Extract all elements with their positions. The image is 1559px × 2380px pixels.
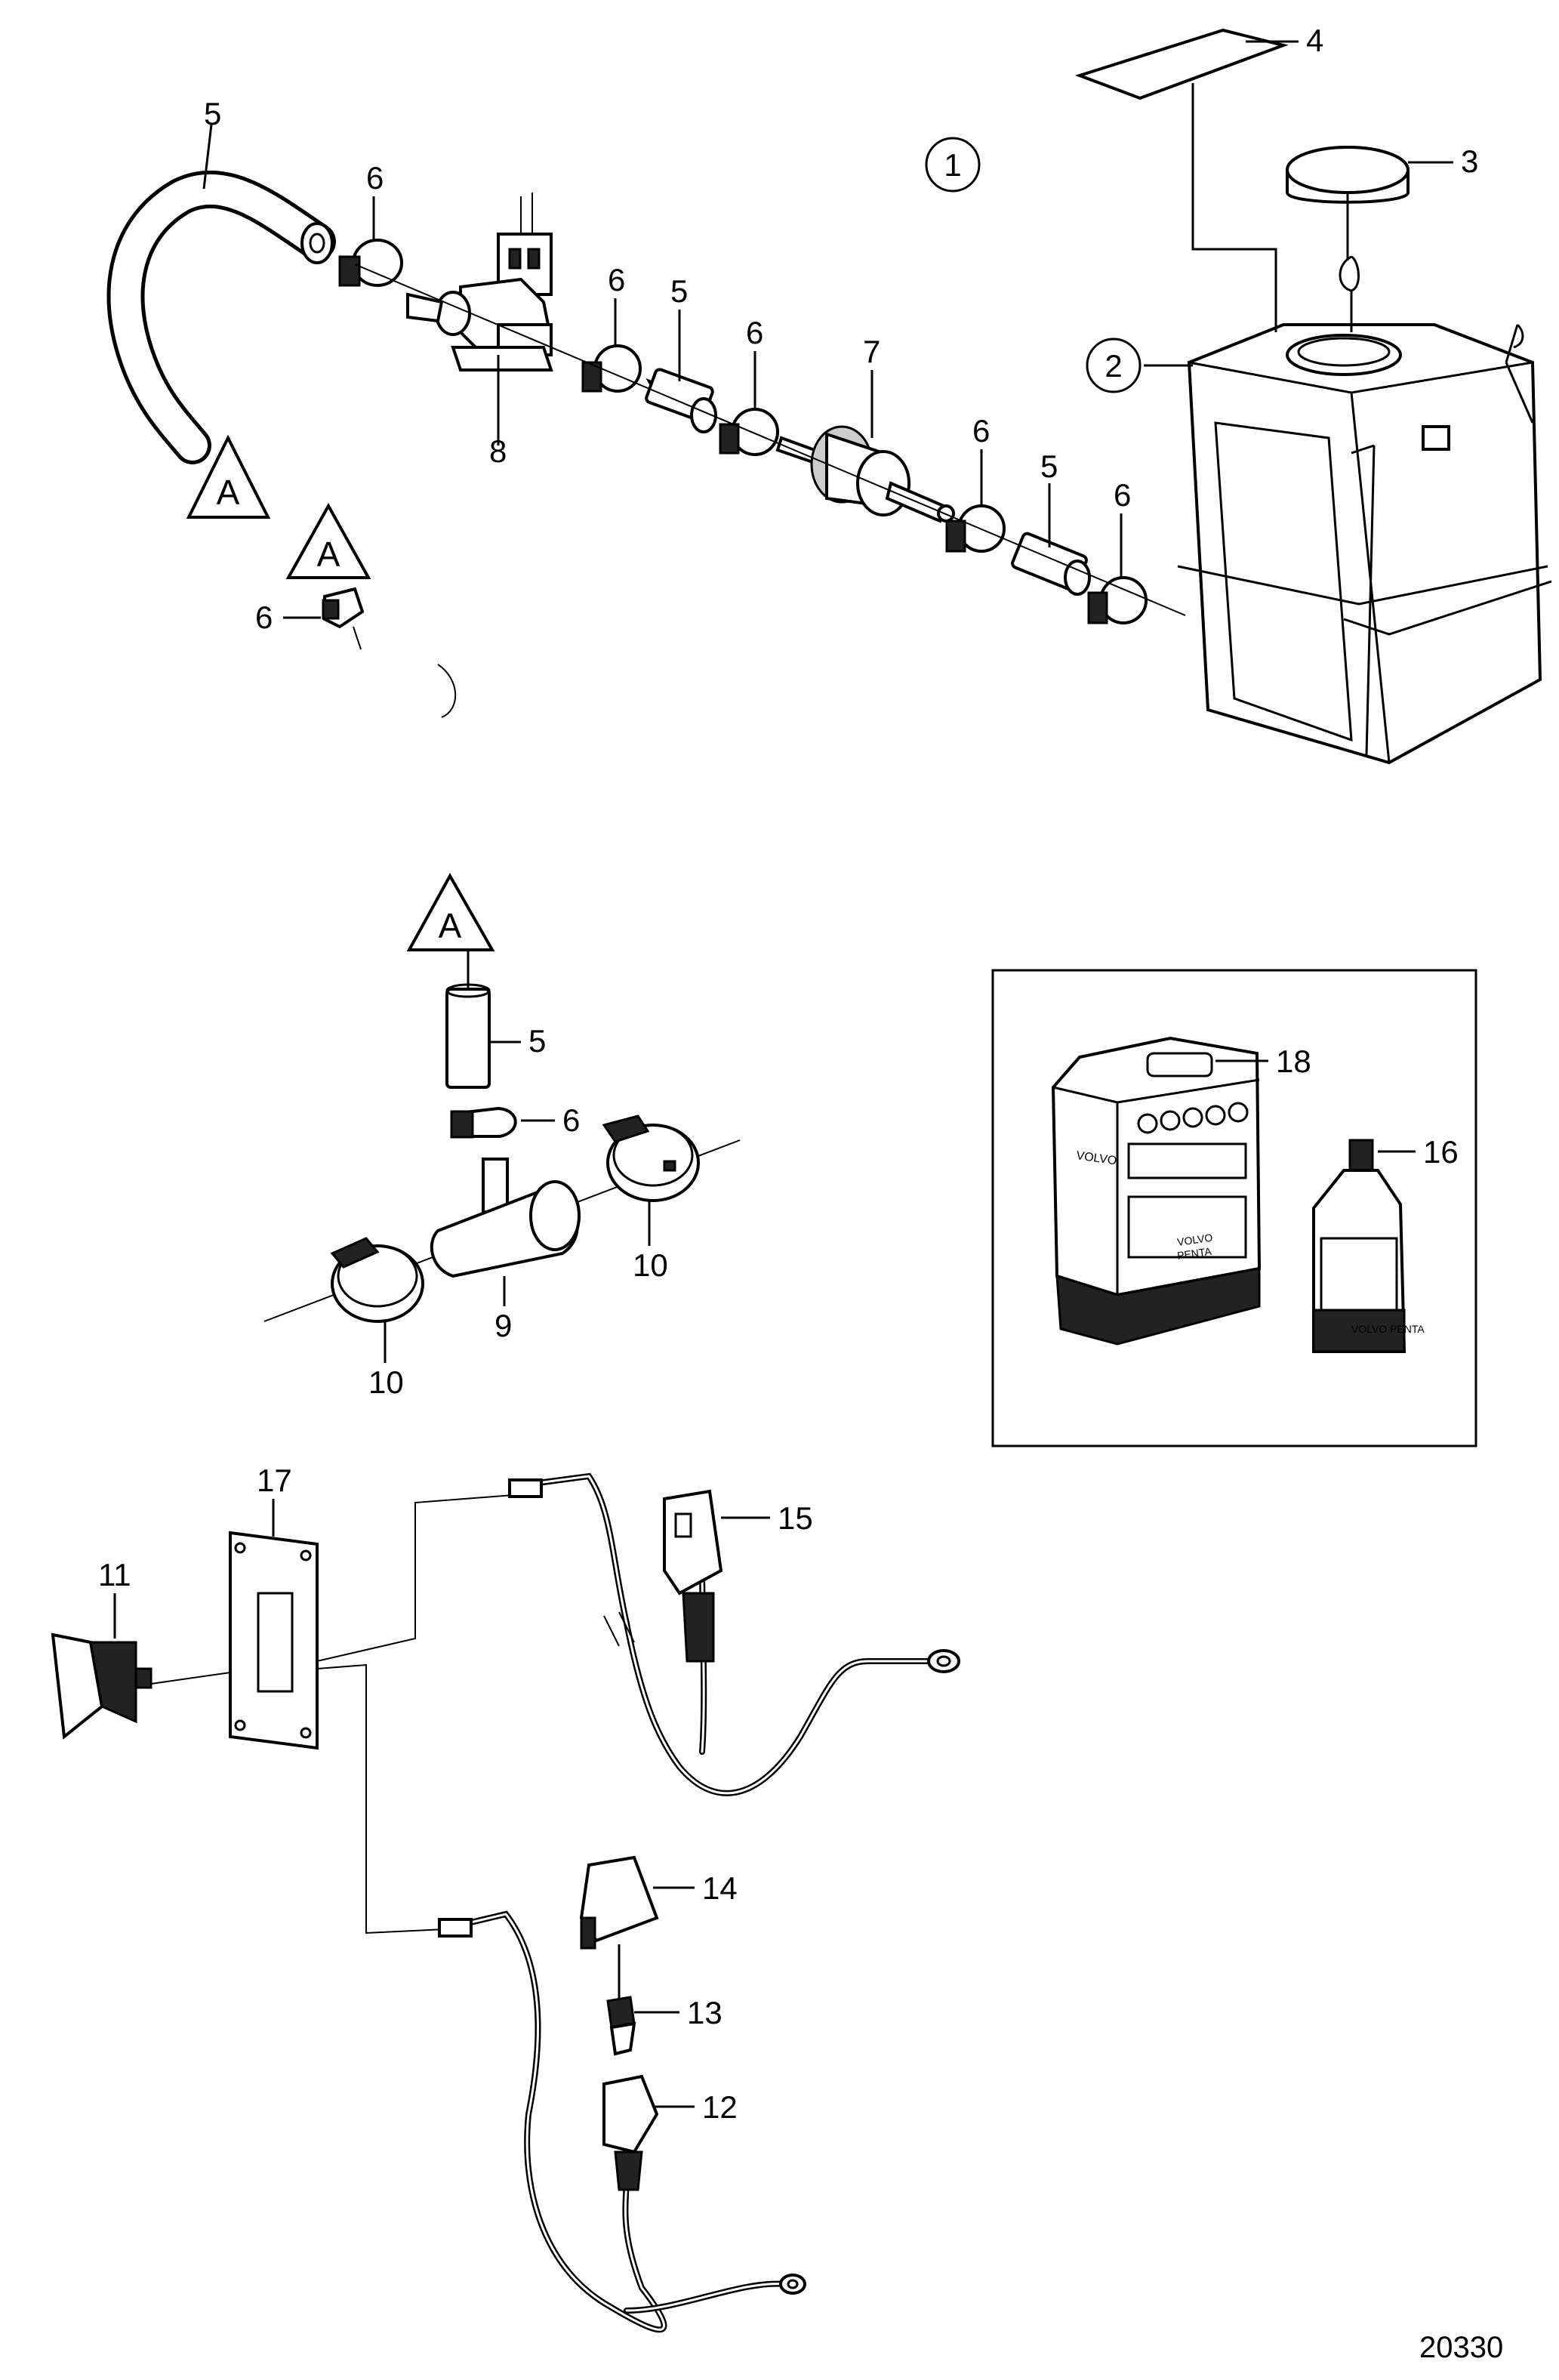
label-5-lower: 5 bbox=[528, 1023, 546, 1059]
oil-bottle-16: VOLVO PENTA bbox=[1312, 1139, 1425, 1353]
washer-pump-8 bbox=[406, 193, 553, 371]
fuse-13 bbox=[606, 1996, 636, 2056]
hose-clamp-10-right bbox=[602, 1114, 700, 1202]
hose-clamp-6d bbox=[945, 504, 1006, 553]
marker-a-tee: A bbox=[406, 872, 495, 951]
label-5-hose: 5 bbox=[204, 96, 221, 131]
label-6a: 6 bbox=[366, 160, 384, 196]
label-3: 3 bbox=[1461, 143, 1478, 179]
label-4: 4 bbox=[1306, 23, 1323, 58]
wiring-harness bbox=[150, 1472, 939, 2333]
leader-5-hose bbox=[202, 124, 213, 190]
decal-4 bbox=[1074, 28, 1289, 332]
inline-connector-bottom bbox=[438, 1918, 473, 1938]
nozzle-6 bbox=[322, 587, 457, 718]
tank-cap-3 bbox=[1286, 146, 1410, 332]
drawing-number: 20330 bbox=[1419, 2331, 1503, 2364]
label-6c: 6 bbox=[746, 315, 763, 350]
svg-text:1: 1 bbox=[944, 147, 961, 183]
fuse-holder-12 bbox=[602, 2074, 659, 2191]
hose-clamp-6c bbox=[719, 408, 779, 456]
label-15: 15 bbox=[778, 1500, 813, 1536]
label-6-lower: 6 bbox=[562, 1102, 580, 1138]
label-6b: 6 bbox=[608, 262, 625, 298]
rocker-switch-11 bbox=[51, 1632, 153, 1740]
label-18: 18 bbox=[1276, 1044, 1311, 1079]
marker-a-hose-end: A bbox=[186, 434, 271, 519]
hose-clamp-10-left bbox=[330, 1237, 424, 1323]
hose-clamp-6e bbox=[1087, 576, 1148, 624]
ring-terminal-bottom bbox=[779, 2274, 806, 2295]
switch-panel-17 bbox=[229, 1531, 319, 1750]
label-17: 17 bbox=[257, 1463, 292, 1498]
svg-text:2: 2 bbox=[1105, 348, 1122, 384]
label-6d: 6 bbox=[972, 413, 990, 449]
label-12: 12 bbox=[702, 2089, 738, 2125]
label-14: 14 bbox=[702, 1870, 738, 1906]
fluid-can-18: VOLVO VOLVO PENTA bbox=[1051, 1036, 1262, 1346]
label-5-right: 5 bbox=[1040, 449, 1058, 484]
washer-tank-2 bbox=[1177, 323, 1552, 765]
label-9: 9 bbox=[495, 1308, 512, 1343]
inset-box-fluids bbox=[991, 969, 1477, 1447]
circle-callout-1: 1 bbox=[925, 137, 981, 193]
label-11: 11 bbox=[98, 1557, 131, 1592]
label-8: 8 bbox=[489, 433, 507, 469]
marker-a-nozzle: A bbox=[285, 502, 371, 579]
label-6e: 6 bbox=[1114, 477, 1131, 513]
label-16: 16 bbox=[1423, 1134, 1459, 1170]
fuse-cover-14 bbox=[579, 1855, 659, 2009]
filter-7 bbox=[775, 425, 955, 523]
label-10-right: 10 bbox=[633, 1247, 668, 1283]
svg-text:VOLVO: VOLVO bbox=[1176, 1232, 1213, 1248]
svg-text:VOLVO PENTA: VOLVO PENTA bbox=[1351, 1323, 1425, 1335]
inline-connector-top bbox=[508, 1478, 543, 1498]
hose-section-5-right bbox=[1011, 532, 1091, 596]
hose-clamp-6a bbox=[338, 239, 403, 287]
svg-text:A: A bbox=[217, 473, 240, 512]
hose-5-curved bbox=[106, 170, 336, 464]
ring-terminal-top bbox=[927, 1649, 960, 1673]
flow-line-top bbox=[354, 264, 1186, 616]
hose-clamp-6-lower bbox=[450, 1106, 517, 1139]
svg-text:A: A bbox=[439, 906, 462, 945]
svg-text:PENTA: PENTA bbox=[1176, 1245, 1212, 1262]
circle-callout-2: 2 bbox=[1086, 338, 1142, 393]
label-5-mid: 5 bbox=[670, 273, 688, 309]
label-6-nozzle: 6 bbox=[255, 600, 273, 635]
label-10-left: 10 bbox=[368, 1364, 404, 1400]
label-7: 7 bbox=[863, 334, 880, 369]
hose-clamp-6b bbox=[581, 344, 642, 393]
svg-text:A: A bbox=[317, 535, 340, 574]
hose-section-5-lower bbox=[445, 983, 491, 1089]
label-13: 13 bbox=[687, 1995, 723, 2030]
fuse-holder-15 bbox=[663, 1489, 723, 1663]
